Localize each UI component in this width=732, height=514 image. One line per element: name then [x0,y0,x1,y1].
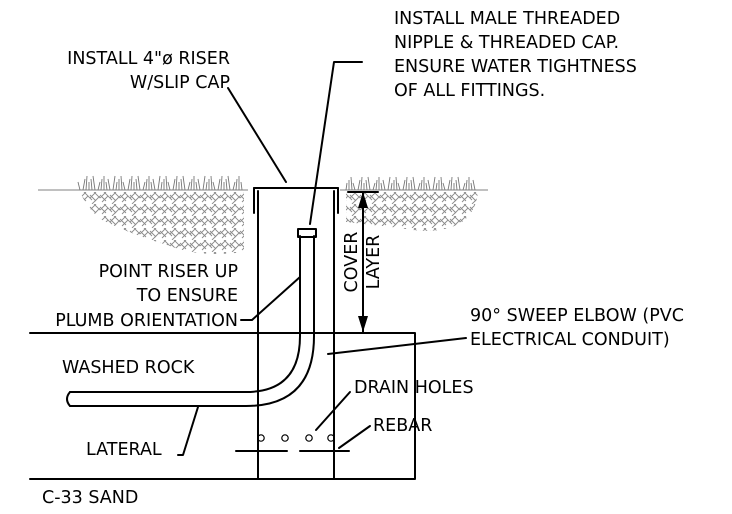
leader-rebar [338,425,371,449]
sand-label: C-33 SAND [42,488,138,508]
sweep-elbow [66,228,317,407]
soil-hatch [80,192,478,254]
install-nipple-line4: OF ALL FITTINGS. [394,81,545,101]
point-riser-line2: TO ENSURE [136,286,238,306]
rebar-label: REBAR [373,416,432,436]
rock-bed-outline [29,332,416,480]
grass-tufts [77,175,476,191]
washed-rock-label: WASHED ROCK [62,358,195,378]
install-riser-line1: INSTALL 4"ø RISER [67,49,230,69]
leader-lateral [177,406,199,456]
sweep-elbow-line2: ELECTRICAL CONDUIT) [470,330,670,350]
install-nipple-line1: INSTALL MALE THREADED [394,9,620,29]
cover-layer-dimension [347,191,379,333]
annotations: INSTALL 4"ø RISER W/SLIP CAP INSTALL MAL… [42,9,684,508]
leader-sweep [327,337,467,355]
drain-holes-label: DRAIN HOLES [354,378,474,398]
cover-label-line1: COVER [342,232,362,293]
sweep-elbow-line1: 90° SWEEP ELBOW (PVC [470,306,684,326]
drain-holes [257,434,335,442]
riser-pipe [253,187,339,480]
leader-point [240,276,301,321]
install-nipple-line3: ENSURE WATER TIGHTNESS [394,57,637,77]
leader-riser [227,87,287,183]
leader-drain [315,391,351,431]
install-nipple-line2: NIPPLE & THREADED CAP. [394,33,619,53]
install-riser-line2: W/SLIP CAP [130,73,230,93]
threaded-cap [297,228,317,238]
point-riser-line3: PLUMB ORIENTATION [55,311,238,331]
point-riser-line1: POINT RISER UP [99,262,238,282]
lateral-label: LATERAL [86,440,162,460]
cover-label-line2: LAYER [364,235,384,290]
leaders [177,61,467,456]
leader-nipple [309,61,363,225]
